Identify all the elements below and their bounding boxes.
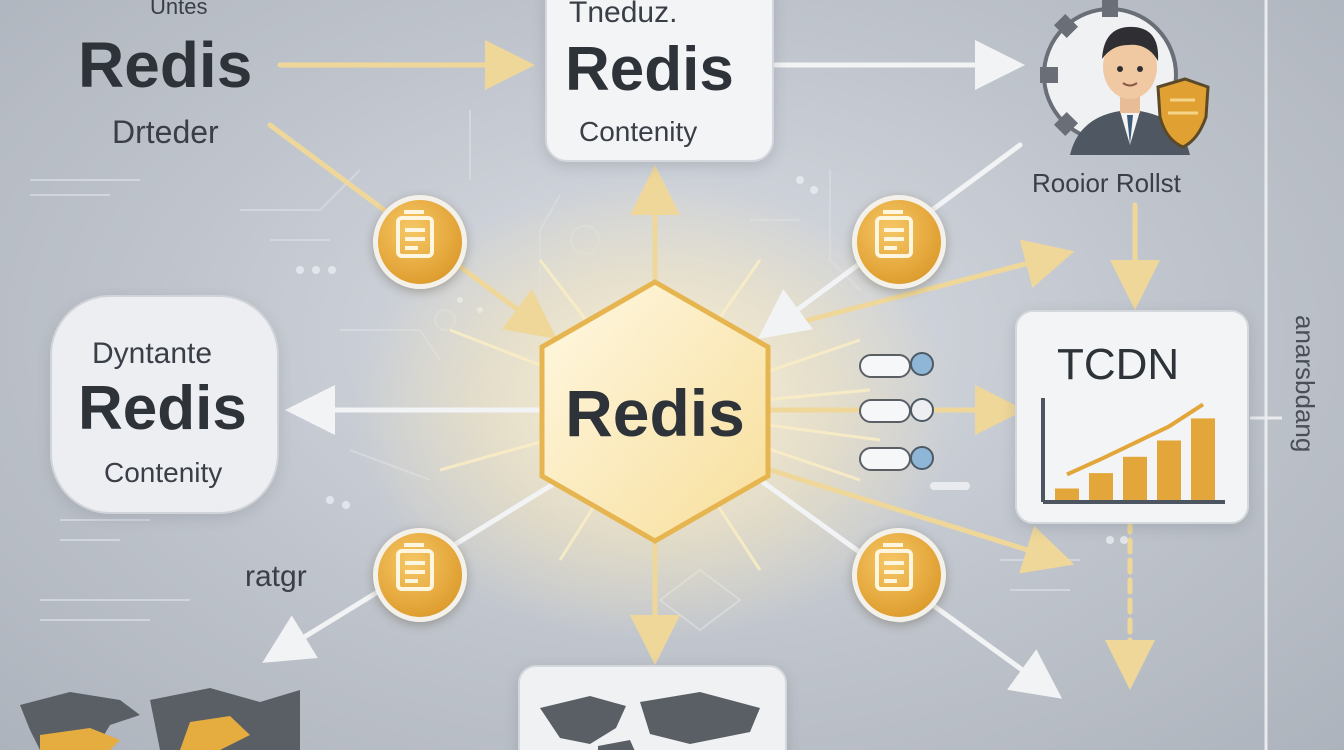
bottom-left-caption: ratgr: [245, 560, 307, 593]
document-icon: [875, 543, 913, 591]
tcdn-chart-card: TCDN: [1015, 310, 1249, 524]
shield-icon: [1156, 77, 1210, 149]
hub-label: Redis: [565, 376, 745, 450]
top-right-caption: Rooior Rollst: [1032, 168, 1181, 198]
document-node-top-right: [852, 195, 946, 289]
mini-bar-2: [1089, 473, 1113, 500]
document-node-top-left: [373, 195, 467, 289]
top-left-title: Redis: [78, 29, 253, 101]
world-map-icon: [20, 688, 300, 750]
top-center-title: Redis: [565, 35, 734, 104]
right-edge-text: anarsbdang: [1290, 315, 1320, 453]
mini-bar-4: [1157, 440, 1181, 500]
person-admin-icon: [1038, 0, 1210, 160]
left-center-heading: Dyntante: [92, 337, 213, 370]
bar-chart-icon: [1041, 398, 1225, 504]
redis-hub-hexagon: [539, 279, 771, 544]
top-center-card: Tneduz. Redis Contenity: [545, 0, 774, 162]
mini-bar-5: [1191, 418, 1215, 500]
document-icon: [396, 543, 434, 591]
document-node-bottom-left: [373, 528, 467, 622]
mini-bar-3: [1123, 456, 1147, 500]
top-center-subtitle: Contenity: [579, 116, 698, 147]
mini-bar-1: [1055, 488, 1079, 500]
document-icon: [396, 210, 434, 258]
left-center-subtitle: Contenity: [104, 457, 223, 488]
left-center-card: Dyntante Redis Contenity: [50, 295, 279, 514]
mini-trend-line: [1066, 402, 1205, 477]
top-left-subtitle: Drteder: [112, 114, 219, 150]
top-center-heading: Tneduz.: [569, 0, 678, 29]
left-center-title: Redis: [78, 374, 247, 443]
input-pills: [859, 352, 970, 490]
world-map-center-icon: [540, 692, 760, 750]
top-left-caption: Untes: [150, 0, 208, 19]
document-icon: [875, 210, 913, 258]
document-node-bottom-right: [852, 528, 946, 622]
tcdn-title: TCDN: [1057, 340, 1180, 389]
person-icon: [1070, 26, 1190, 155]
